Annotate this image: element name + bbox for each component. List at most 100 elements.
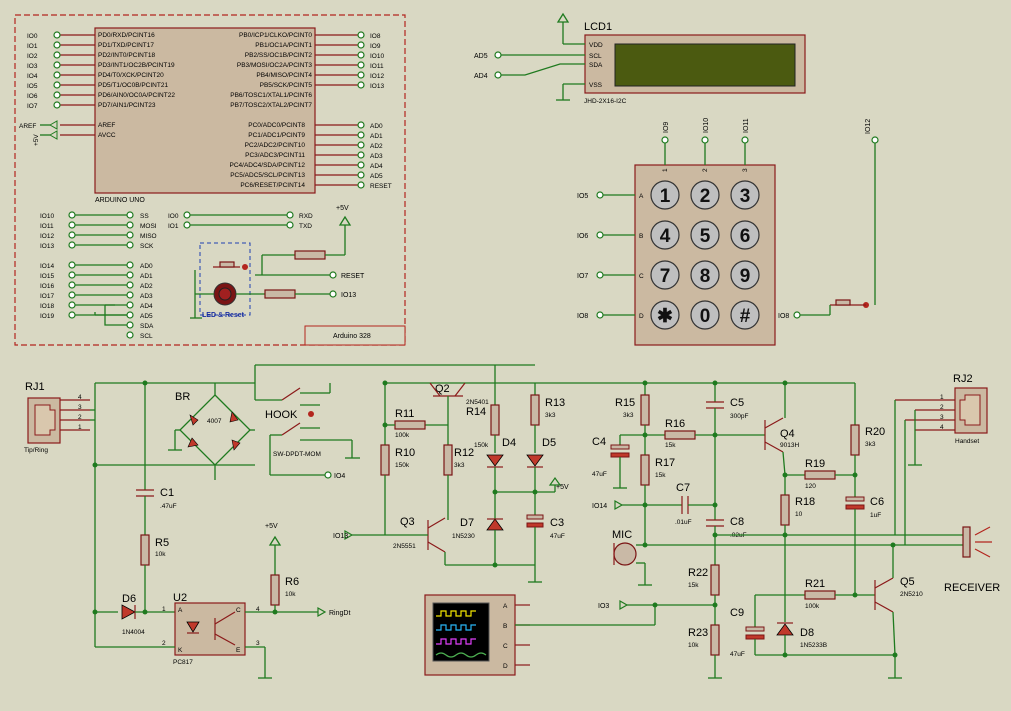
r6-value: 10k (285, 591, 296, 598)
arduino-pin-label: PB1/OC1A/PCINT1 (255, 42, 312, 49)
audio-supply: +5V (556, 484, 569, 491)
r15-ref: R15 (615, 397, 635, 409)
arduino-net-label: IO5 (27, 83, 38, 90)
io8-button (835, 299, 851, 306)
r10-ref: R10 (395, 447, 415, 459)
r21-ref: R21 (805, 578, 825, 590)
arduino-pin-label: PC6/RESET/PCINT14 (240, 182, 305, 189)
r14-ref: R14 (466, 406, 486, 418)
r23-resistor (710, 624, 720, 656)
arduino-frame-label-box (304, 325, 406, 346)
keypad-row-letter: D (639, 313, 644, 320)
mic-icon (613, 542, 637, 566)
output-stage: Q4 9013H R19 120 R18 10 R20 3k3 C6 1uF R (730, 383, 1000, 679)
keypad-key-label: 4 (660, 226, 671, 247)
arduino-net-label: IO9 (370, 43, 381, 50)
c4-plate (610, 452, 630, 458)
hook-net: IO4 (334, 473, 345, 480)
arduino-pin-label: PC2/ADC2/PCINT10 (245, 142, 306, 149)
keypad-key: 0 (690, 300, 720, 330)
scope-channel-label: A (503, 603, 508, 610)
audio-input-stage: Q2 2N5401 R11 100k R10 150k R12 3k3 IO13… (333, 365, 569, 583)
d6-ref: D6 (122, 593, 136, 605)
main-wires (92, 364, 855, 615)
reset-resistor (294, 250, 326, 260)
keypad-key-label: 8 (700, 266, 711, 287)
c6-plate (845, 504, 865, 510)
r14-value: 150k (474, 442, 489, 449)
d5-ref: D5 (542, 437, 556, 449)
r20-resistor (850, 424, 860, 456)
keypad-key: 2 (690, 180, 720, 210)
arduino-pin-label: PC0/ADC0/PCINT8 (248, 122, 305, 129)
u2-pin-1: 1 (162, 606, 166, 613)
spi-net-label: IO13 (40, 243, 54, 250)
keypad-key: 4 (650, 220, 680, 250)
arduino-net-label: IO11 (370, 63, 384, 70)
arduino-pin-label: PD2/INT0/PCINT18 (98, 52, 155, 59)
r23-value: 10k (688, 642, 699, 649)
keypad-col-num: 3 (742, 168, 749, 172)
serial-net-label: IO1 (168, 223, 179, 230)
c4-value: 47uF (592, 471, 607, 478)
c7-net: IO14 (592, 503, 607, 510)
rj2-pin-number: 3 (940, 414, 944, 421)
keypad-extra-net-io8: IO8 (778, 313, 789, 320)
arduino-net-label: IO6 (27, 93, 38, 100)
c5-value: 300pF (730, 413, 748, 420)
scope-channel-label: C (503, 643, 508, 650)
u2-pin-c: C (236, 607, 241, 614)
arduino-pin-label: PB7/TOSC2/XTAL2/PCINT7 (230, 102, 312, 109)
c9-plate (745, 634, 765, 640)
audio-amplifier: R15 3k3 R16 15k C4 47uF R17 15k IO14 C7 … (592, 383, 965, 679)
keypad-row-letter: B (639, 233, 643, 240)
lcd-screen (614, 43, 796, 87)
r22-resistor (710, 564, 720, 596)
serial-pin-label: RXD (299, 213, 313, 220)
u2-pin-e: E (236, 647, 241, 654)
arduino-net-label: IO3 (27, 63, 38, 70)
analog-net-label: IO19 (40, 313, 54, 320)
arduino-pin-label: PB0/ICP1/CLKO/PCINT0 (239, 32, 312, 39)
rj1-pin-number: 3 (78, 404, 82, 411)
d8-ref: D8 (800, 627, 814, 639)
receiver-label: RECEIVER (944, 582, 1000, 594)
r11-value: 100k (395, 432, 410, 439)
keypad-col-net: IO9 (663, 122, 670, 133)
spi-net-label: IO11 (40, 223, 54, 230)
arduino-pin-label: PD5/T1/OC0B/PCINT21 (98, 82, 168, 89)
arduino-net-label: IO2 (27, 53, 38, 60)
arduino-net-label: IO0 (27, 33, 38, 40)
d6-value: 1N4004 (122, 629, 145, 636)
keypad-key-label: # (740, 306, 751, 327)
arduino-left-pins: PD0/RXD/PCINT16IO0PD1/TXD/PCINT17IO1PD2/… (19, 31, 175, 146)
arduino-frame-label: Arduino 328 (333, 333, 371, 340)
u2-pin-2: 2 (162, 640, 166, 647)
q2-value: 2N5401 (466, 399, 489, 406)
q2-ref: Q2 (435, 383, 450, 395)
r18-resistor (780, 494, 790, 526)
r16-resistor (664, 430, 696, 440)
rj1-ref: RJ1 (25, 381, 45, 393)
arduino-net-label: IO10 (370, 53, 384, 60)
c3-ref: C3 (550, 517, 564, 529)
keypad-key-label: 5 (700, 226, 711, 247)
led-resistor (264, 289, 296, 299)
analog-net-label: IO14 (40, 263, 54, 270)
keypad-key: 9 (730, 260, 760, 290)
arduino-pin-label: PB3/MOSI/OC2A/PCINT3 (237, 62, 313, 69)
reset-group-box (199, 242, 251, 316)
arduino-net-label: RESET (370, 183, 392, 190)
u2-pin-3: 3 (256, 640, 260, 647)
mic-ref: MIC (612, 529, 632, 541)
rj2-label: Handset (955, 438, 979, 445)
arduino-net-label: AD0 (370, 123, 383, 130)
r6-pullup: +5V R6 10k RingDt (265, 523, 350, 618)
rj1-label: Tip/Ring (24, 447, 48, 454)
r14-resistor (490, 404, 500, 436)
q3-ref: Q3 (400, 516, 415, 528)
